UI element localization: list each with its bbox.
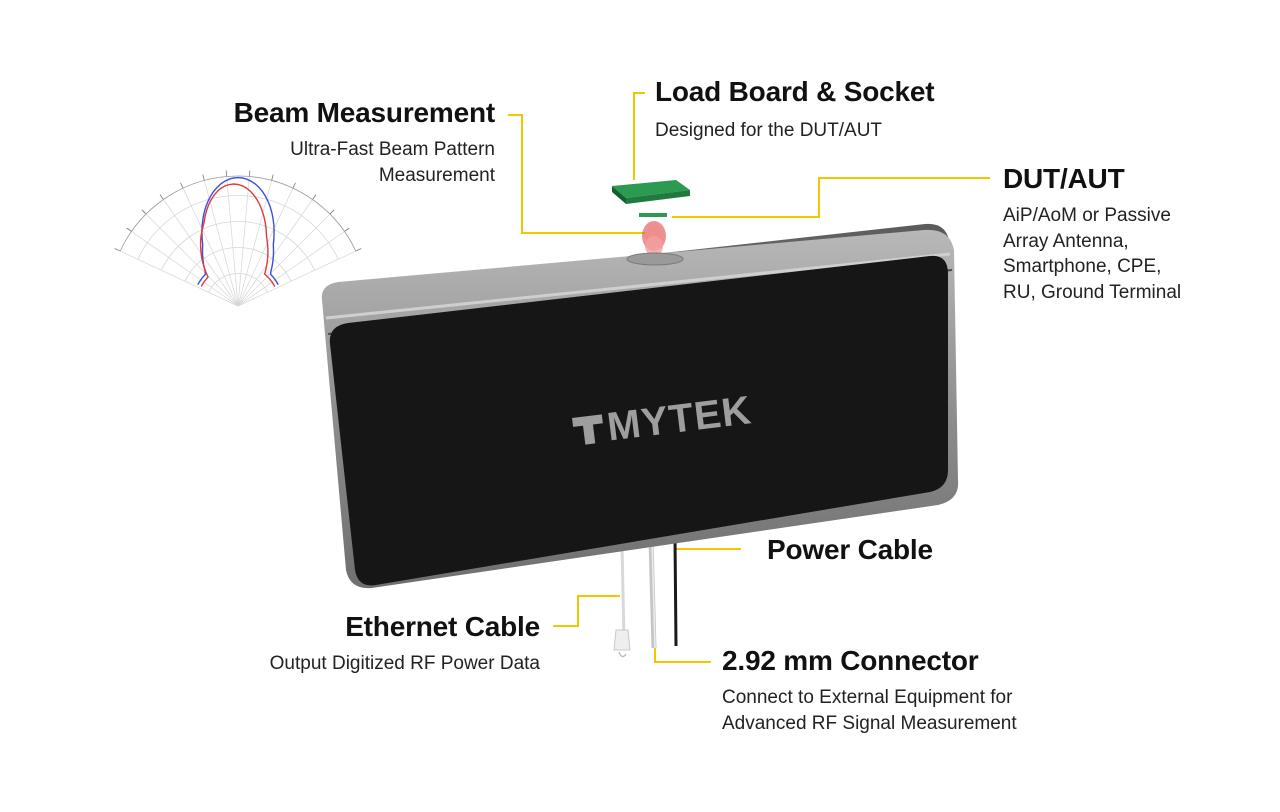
load-board: [612, 180, 690, 204]
description-line: AiP/AoM or Passive: [1003, 205, 1171, 226]
connector-description: Connect to External Equipment for Advanc…: [722, 685, 1082, 736]
polar-grid-arc: [137, 195, 339, 260]
polar-tick-mark: [141, 209, 147, 215]
polar-grid-spoke: [237, 231, 345, 307]
description-line: Advanced RF Signal Measurement: [722, 712, 1017, 734]
polar-tick-mark: [202, 174, 205, 181]
ethernet-cable: [620, 544, 626, 641]
polar-grid-arc: [161, 221, 315, 271]
mytek-device: [321, 223, 959, 589]
connector-title: 2.92 mm Connector: [722, 645, 979, 676]
polar-grid-spoke: [131, 231, 239, 307]
polar-tick-mark: [180, 182, 184, 189]
polar-tick-mark: [312, 194, 317, 200]
polar-grid-spoke: [237, 250, 356, 307]
polar-tick-mark: [344, 227, 350, 232]
polar-tick-mark: [159, 194, 164, 200]
leader-lines: [508, 92, 990, 663]
polar-grid-spoke: [182, 188, 239, 307]
polar-grid-spoke: [237, 176, 250, 307]
polar-tick-mark: [126, 227, 132, 232]
description-line: Ultra-Fast Beam Pattern: [290, 139, 495, 160]
power-cable-title: Power Cable: [767, 534, 933, 565]
polar-tick-mark: [225, 170, 228, 177]
polar-grid-spoke: [237, 213, 331, 307]
dut-aut-description: AiP/AoM or Passive Array Antenna, Smartp…: [1003, 203, 1263, 305]
polar-grid-arc: [184, 247, 292, 282]
ethernet-cable-description: Output Digitized RF Power Data: [200, 651, 540, 677]
polar-grid-spoke: [226, 176, 239, 307]
dut-aut-title: DUT/AUT: [1003, 163, 1125, 194]
power-cable: [673, 537, 678, 647]
beam-measurement-title: Beam Measurement: [233, 97, 496, 128]
beam-pattern-polar-plot: [114, 170, 362, 307]
description-line: Array Antenna,: [1003, 230, 1129, 252]
description-line: Smartphone, CPE,: [1003, 256, 1162, 277]
beam-pattern-red-trace: [199, 183, 276, 287]
polar-tick-mark: [292, 182, 296, 189]
polar-tick-mark: [355, 248, 362, 252]
polar-tick-mark: [248, 170, 251, 177]
polar-grid-arc: [119, 175, 357, 252]
load-board-title: Load Board & Socket: [655, 76, 935, 107]
cables: [613, 537, 678, 658]
polar-tick-mark: [114, 248, 121, 252]
leader-line-connector: [654, 648, 711, 663]
polar-tick-mark: [329, 209, 335, 215]
leader-line-dut: [672, 177, 990, 218]
description-line: Connect to External Equipment for: [722, 687, 1013, 708]
beam-measurement-description: Ultra-Fast Beam Pattern Measurement: [200, 137, 495, 188]
ethernet-plug: [613, 629, 631, 651]
description-line: Designed for the DUT/AUT: [655, 120, 883, 141]
polar-grid: [114, 170, 362, 307]
description-line: Measurement: [378, 164, 495, 186]
polar-grid-spoke: [120, 250, 239, 307]
polar-grid-spoke: [237, 188, 294, 307]
dut-aut-chip: [639, 213, 667, 217]
polar-grid-spoke: [237, 180, 272, 307]
leader-line-beam: [508, 114, 645, 234]
beam-emission: [642, 221, 666, 256]
leader-line-load: [633, 92, 645, 180]
leader-line-ethernet: [553, 595, 620, 627]
polar-grid-spoke: [145, 213, 239, 307]
description-line: RU, Ground Terminal: [1003, 281, 1182, 303]
polar-grid-spoke: [237, 199, 313, 307]
polar-tick-mark: [271, 174, 274, 181]
ethernet-cable-title: Ethernet Cable: [345, 611, 540, 642]
mytek-logo-mark: [572, 414, 603, 445]
description-line: Output Digitized RF Power Data: [269, 653, 540, 674]
coax-cable-292mm: [648, 539, 657, 649]
load-board-description: Designed for the DUT/AUT: [655, 118, 1015, 144]
polar-grid-arc: [208, 273, 268, 293]
